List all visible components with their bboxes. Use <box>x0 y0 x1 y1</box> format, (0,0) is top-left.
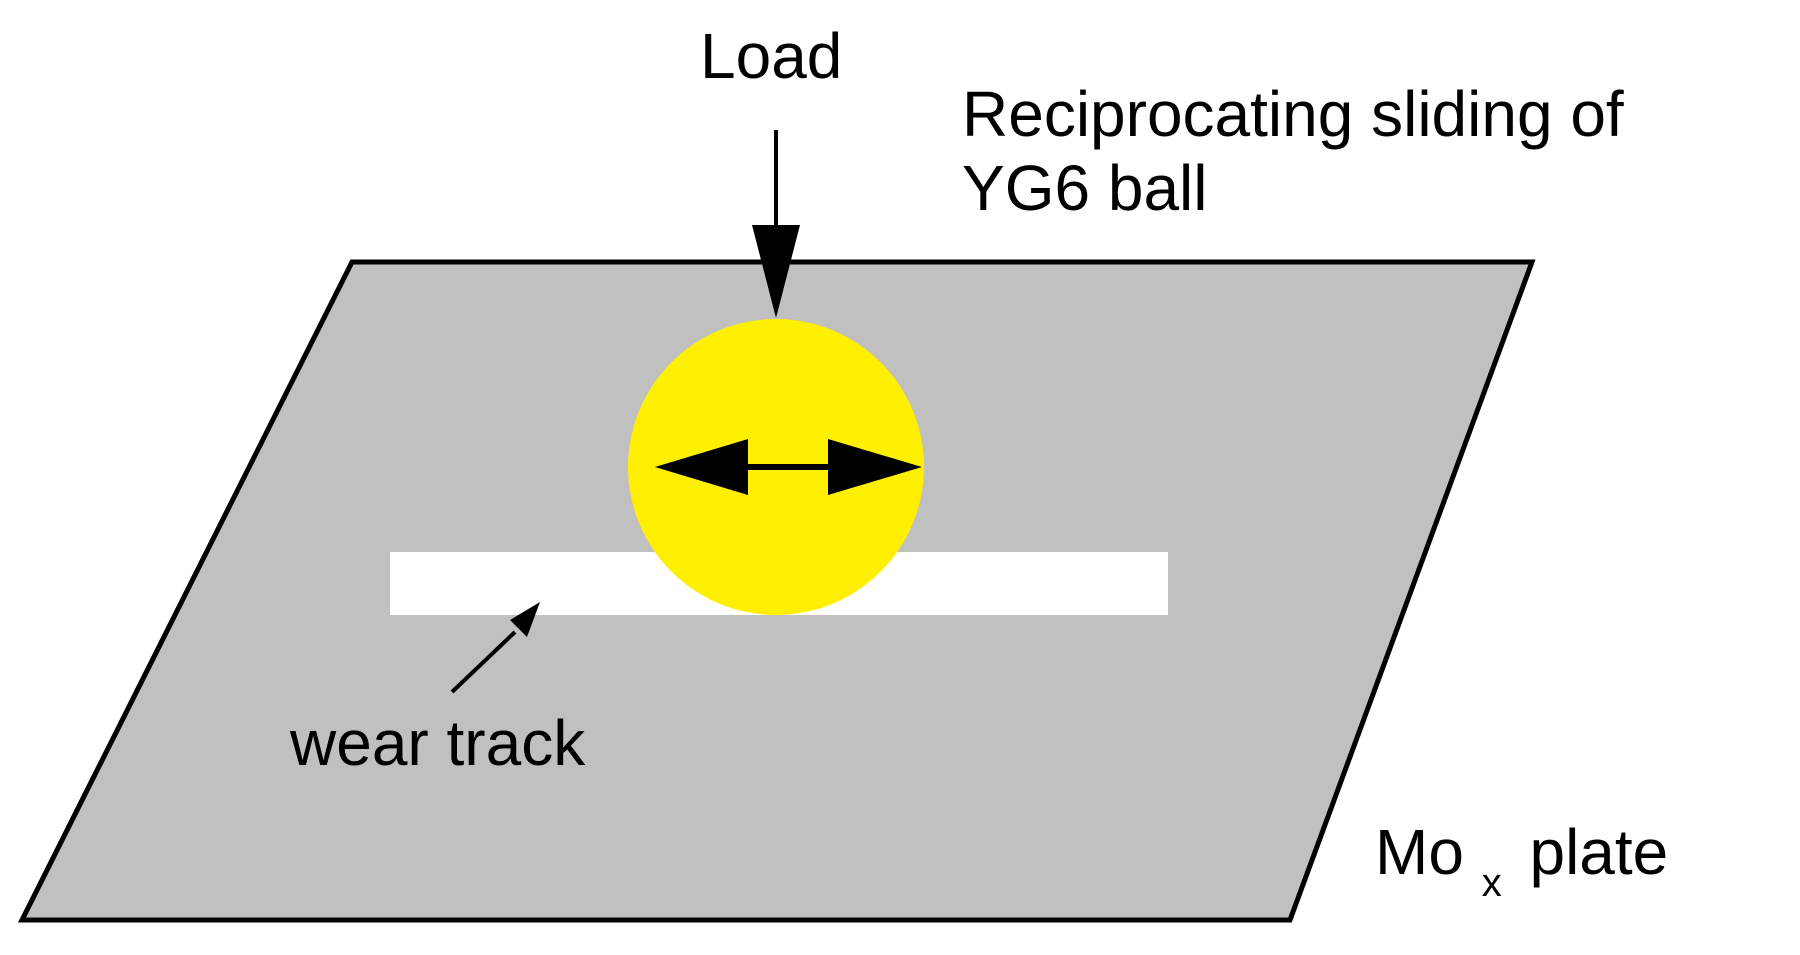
plate-label-suffix: plate <box>1529 816 1668 888</box>
plate-label: Mo x plate <box>1375 816 1668 910</box>
ball-label-line2: YG6 ball <box>962 152 1207 224</box>
ball-label-line1: Reciprocating sliding of <box>962 78 1624 150</box>
wear-track-pointer-icon <box>450 602 540 694</box>
plate-label-subscript: x <box>1482 861 1502 905</box>
wear-track-label: wear track <box>289 707 586 779</box>
reciprocating-arrow-icon <box>655 439 922 495</box>
load-label: Load <box>700 20 842 92</box>
plate-label-main: Mo <box>1375 816 1464 888</box>
load-arrow-icon <box>752 130 800 318</box>
